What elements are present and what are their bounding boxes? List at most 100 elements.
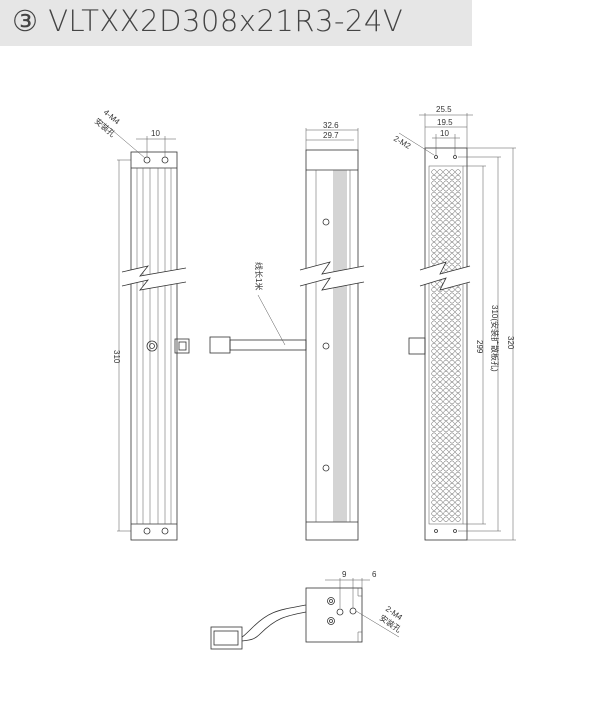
led-dot: [449, 337, 455, 343]
led-dot: [455, 421, 461, 427]
led-dot: [443, 460, 449, 466]
led-dot: [455, 309, 461, 315]
led-dot: [437, 471, 443, 477]
led-dot: [455, 298, 461, 304]
right-view: [398, 113, 516, 541]
led-dot: [455, 399, 461, 405]
led-dot: [455, 259, 461, 265]
led-dot: [437, 236, 443, 242]
led-dot: [455, 449, 461, 455]
led-dot: [455, 303, 461, 309]
led-dot: [449, 393, 455, 399]
led-dot: [455, 354, 461, 360]
led-dot: [431, 186, 437, 192]
led-dot: [443, 169, 449, 175]
led-dot: [449, 415, 455, 421]
led-dot: [449, 214, 455, 220]
led-dot: [431, 499, 437, 505]
led-dot: [449, 354, 455, 360]
led-dot: [443, 292, 449, 298]
led-dot: [437, 477, 443, 483]
led-dot: [437, 387, 443, 393]
led-dot: [437, 309, 443, 315]
led-dot: [437, 180, 443, 186]
led-dot: [443, 483, 449, 489]
led-dot: [431, 432, 437, 438]
led-dot: [449, 348, 455, 354]
led-dot: [443, 399, 449, 405]
led-dot: [437, 511, 443, 517]
led-dot: [431, 303, 437, 309]
led-dot: [437, 337, 443, 343]
led-dot: [431, 309, 437, 315]
led-dot: [437, 415, 443, 421]
led-dot: [455, 432, 461, 438]
led-dot: [455, 477, 461, 483]
led-dot: [455, 180, 461, 186]
led-dot: [449, 359, 455, 365]
led-dot: [431, 219, 437, 225]
led-dot: [443, 404, 449, 410]
led-dot: [455, 499, 461, 505]
led-dot: [437, 292, 443, 298]
led-dot: [437, 432, 443, 438]
led-dot: [449, 186, 455, 192]
led-dot: [431, 320, 437, 326]
led-dot: [449, 483, 455, 489]
led-dot: [443, 225, 449, 231]
right-callout: 2-M2: [392, 134, 413, 151]
led-dot: [455, 186, 461, 192]
led-dot: [431, 365, 437, 371]
led-dot: [431, 315, 437, 321]
led-dot: [449, 438, 455, 444]
led-dot: [455, 382, 461, 388]
led-dot: [455, 455, 461, 461]
led-dot: [437, 393, 443, 399]
led-dot: [455, 331, 461, 337]
led-dot: [443, 393, 449, 399]
led-dot: [455, 247, 461, 253]
led-dot: [443, 175, 449, 181]
led-dot: [431, 460, 437, 466]
led-dot: [431, 466, 437, 472]
led-dot: [437, 365, 443, 371]
led-dot: [437, 404, 443, 410]
led-dot: [443, 382, 449, 388]
led-dot: [449, 421, 455, 427]
led-dot: [443, 443, 449, 449]
led-dot: [431, 225, 437, 231]
led-dot: [449, 292, 455, 298]
led-dot: [449, 387, 455, 393]
led-dot: [455, 471, 461, 477]
led-dot: [449, 225, 455, 231]
middle-view: [209, 128, 365, 541]
led-dot: [431, 180, 437, 186]
led-dot: [449, 180, 455, 186]
led-dot: [455, 242, 461, 248]
led-dot: [449, 169, 455, 175]
led-dot: [455, 488, 461, 494]
led-dot: [431, 393, 437, 399]
led-dot: [443, 186, 449, 192]
led-dot: [431, 337, 437, 343]
led-dot: [449, 505, 455, 511]
led-dot: [431, 415, 437, 421]
led-dot: [449, 203, 455, 209]
led-dot: [437, 483, 443, 489]
led-dot: [431, 259, 437, 265]
left-dim-length: 310: [112, 350, 121, 364]
led-dot: [443, 298, 449, 304]
middle-dim-outer: 32.6: [323, 121, 339, 130]
led-dot: [431, 399, 437, 405]
led-dot: [449, 494, 455, 500]
led-dot: [431, 443, 437, 449]
right-dim-mid: 19.5: [437, 118, 453, 127]
led-dot: [455, 315, 461, 321]
led-dot: [431, 359, 437, 365]
led-dot: [449, 427, 455, 433]
led-dot: [437, 348, 443, 354]
led-dot: [437, 242, 443, 248]
led-dot: [455, 219, 461, 225]
led-dot: [455, 494, 461, 500]
led-dot: [443, 494, 449, 500]
